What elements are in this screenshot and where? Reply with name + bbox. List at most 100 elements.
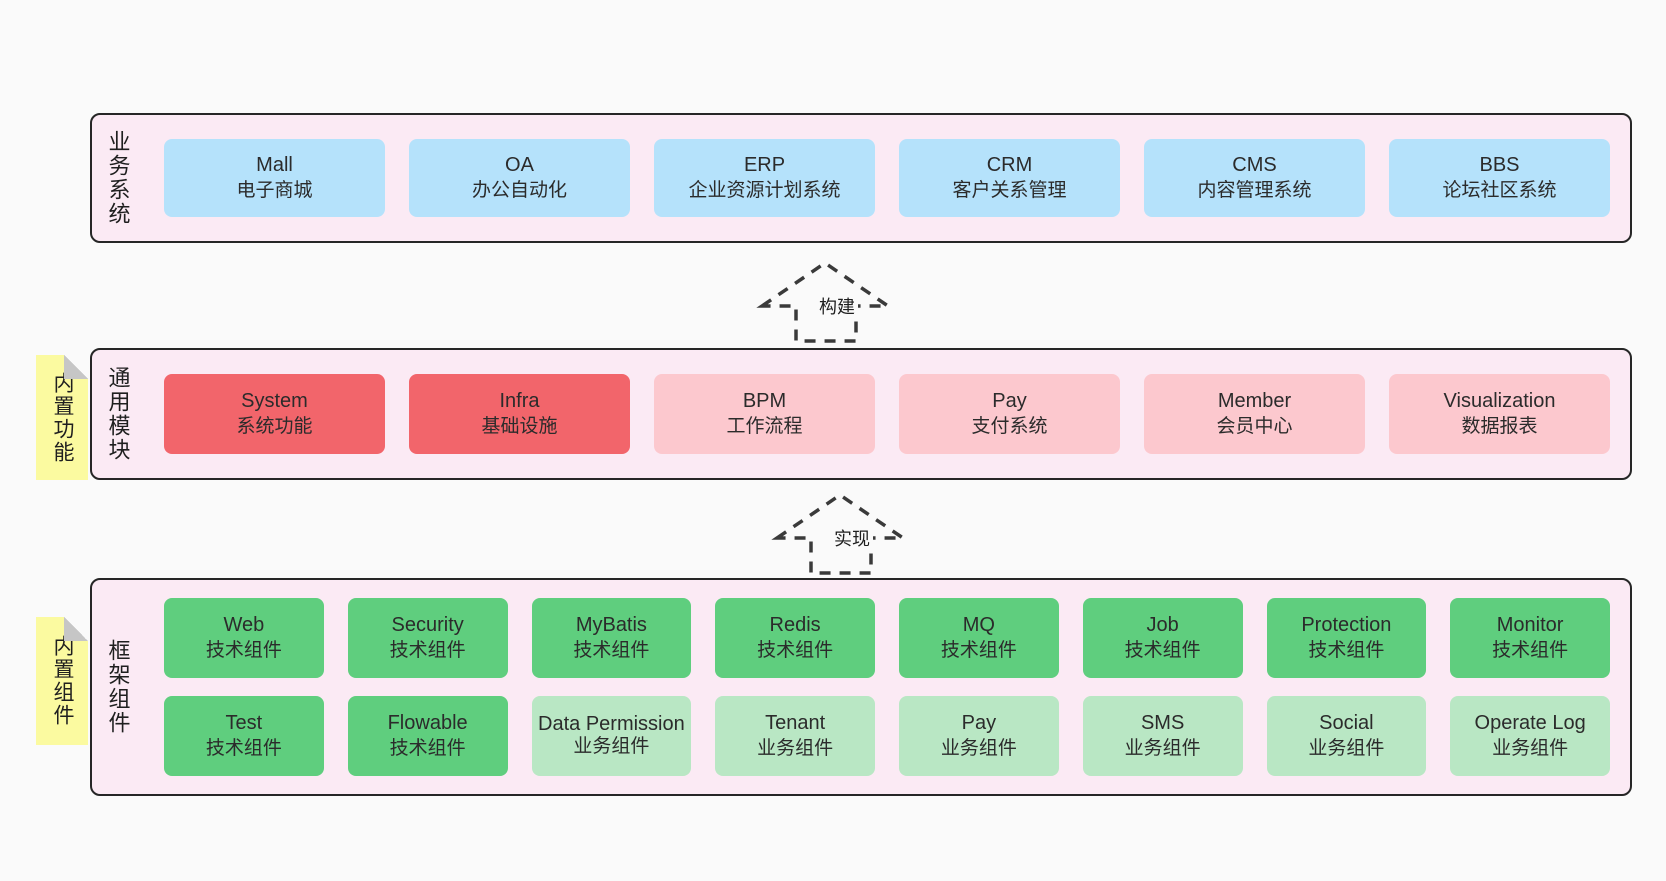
- box-erp-desc: 企业资源计划系统: [688, 179, 841, 201]
- framework-cell-web: Web 技术组件: [152, 598, 336, 678]
- connector-build-label: 构建: [816, 293, 858, 319]
- box-mybatis-name: MyBatis: [575, 614, 647, 637]
- box-member-desc: 会员中心: [1216, 415, 1293, 437]
- box-mq[interactable]: MQ 技术组件: [899, 598, 1059, 678]
- box-infra-name: Infra: [499, 390, 540, 413]
- box-redis[interactable]: Redis 技术组件: [715, 598, 875, 678]
- box-tenant-desc: 业务组件: [757, 737, 834, 759]
- box-infra[interactable]: Infra 基础设施: [409, 374, 630, 454]
- box-member-name: Member: [1217, 390, 1292, 413]
- framework-cell-security: Security 技术组件: [336, 598, 520, 678]
- box-tenant[interactable]: Tenant 业务组件: [715, 696, 875, 776]
- framework-cell-data-permission: Data Permission 业务组件: [520, 696, 704, 776]
- box-sms-name: SMS: [1140, 712, 1185, 735]
- layer-business-system: 业务系统 Mall 电子商城 OA 办公自动化 ERP: [90, 113, 1632, 243]
- framework-cell-protection: Protection 技术组件: [1255, 598, 1439, 678]
- framework-cell-pay: Pay 业务组件: [887, 696, 1071, 776]
- box-visualization-desc: 数据报表: [1461, 415, 1538, 437]
- box-crm-name: CRM: [986, 154, 1033, 177]
- business-cell-cms: CMS 内容管理系统: [1132, 139, 1377, 217]
- box-mall[interactable]: Mall 电子商城: [164, 139, 385, 217]
- framework-row-tech: Web 技术组件 Security 技术组件 MyBatis 技术组: [152, 598, 1622, 678]
- box-data-permission-desc: 业务组件: [573, 735, 650, 757]
- framework-cell-operate-log: Operate Log 业务组件: [1438, 696, 1622, 776]
- box-bbs[interactable]: BBS 论坛社区系统: [1389, 139, 1610, 217]
- connector-build: 构建: [756, 258, 910, 343]
- layer-title-modules: 通用模块: [105, 366, 131, 462]
- box-flowable[interactable]: Flowable 技术组件: [347, 696, 508, 776]
- box-social-desc: 业务组件: [1308, 737, 1385, 759]
- box-test-name: Test: [225, 712, 263, 735]
- box-crm[interactable]: CRM 客户关系管理: [899, 139, 1120, 217]
- box-mall-name: Mall: [256, 154, 293, 177]
- framework-cell-mq: MQ 技术组件: [887, 598, 1071, 678]
- note-builtin-component: 内置组件: [36, 617, 88, 745]
- box-tenant-name: Tenant: [765, 712, 826, 735]
- box-pay-component-desc: 业务组件: [940, 737, 1017, 759]
- box-erp-name: ERP: [743, 154, 786, 177]
- box-visualization[interactable]: Visualization 数据报表: [1389, 374, 1610, 454]
- box-bpm-desc: 工作流程: [726, 415, 803, 437]
- framework-cell-tenant: Tenant 业务组件: [703, 696, 887, 776]
- box-cms-name: CMS: [1232, 154, 1277, 177]
- box-pay-module[interactable]: Pay 支付系统: [899, 374, 1120, 454]
- box-test[interactable]: Test 技术组件: [164, 696, 324, 776]
- box-cms[interactable]: CMS 内容管理系统: [1144, 139, 1365, 217]
- box-operate-log-desc: 业务组件: [1492, 737, 1569, 759]
- module-cell-infra: Infra 基础设施: [397, 374, 642, 454]
- box-data-permission-name: Data Permission: [538, 712, 685, 735]
- box-mq-name: MQ: [962, 614, 995, 637]
- layer-title-business: 业务系统: [105, 130, 131, 226]
- box-erp[interactable]: ERP 企业资源计划系统: [654, 139, 875, 217]
- box-bbs-name: BBS: [1479, 154, 1520, 177]
- business-cell-crm: CRM 客户关系管理: [887, 139, 1132, 217]
- box-web-name: Web: [223, 614, 265, 637]
- note-builtin-component-label: 内置组件: [51, 635, 75, 727]
- box-mybatis[interactable]: MyBatis 技术组件: [531, 598, 692, 678]
- box-social[interactable]: Social 业务组件: [1266, 696, 1427, 776]
- box-member[interactable]: Member 会员中心: [1144, 374, 1365, 454]
- business-cell-bbs: BBS 论坛社区系统: [1377, 139, 1622, 217]
- box-infra-desc: 基础设施: [481, 415, 558, 437]
- box-web[interactable]: Web 技术组件: [164, 598, 324, 678]
- box-security[interactable]: Security 技术组件: [347, 598, 508, 678]
- box-cms-desc: 内容管理系统: [1197, 179, 1312, 201]
- box-web-desc: 技术组件: [205, 639, 282, 661]
- box-bpm-name: BPM: [742, 390, 787, 413]
- box-oa[interactable]: OA 办公自动化: [409, 139, 630, 217]
- box-system-name: System: [241, 390, 308, 413]
- box-system-desc: 系统功能: [236, 415, 313, 437]
- box-monitor-desc: 技术组件: [1492, 639, 1569, 661]
- framework-cell-flowable: Flowable 技术组件: [336, 696, 520, 776]
- box-job[interactable]: Job 技术组件: [1082, 598, 1243, 678]
- business-cell-mall: Mall 电子商城: [152, 139, 397, 217]
- framework-cell-monitor: Monitor 技术组件: [1438, 598, 1622, 678]
- framework-row-business: Test 技术组件 Flowable 技术组件 Data Permission: [152, 696, 1622, 776]
- box-operate-log[interactable]: Operate Log 业务组件: [1450, 696, 1610, 776]
- layer-title-framework: 框架组件: [105, 639, 131, 735]
- box-mybatis-desc: 技术组件: [573, 639, 650, 661]
- module-box-row: System 系统功能 Infra 基础设施 BPM 工作流程: [152, 374, 1622, 454]
- box-job-name: Job: [1146, 614, 1179, 637]
- box-sms[interactable]: SMS 业务组件: [1082, 696, 1243, 776]
- box-protection-desc: 技术组件: [1308, 639, 1385, 661]
- box-pay-component[interactable]: Pay 业务组件: [899, 696, 1059, 776]
- box-protection[interactable]: Protection 技术组件: [1266, 598, 1427, 678]
- box-test-desc: 技术组件: [205, 737, 282, 759]
- box-monitor[interactable]: Monitor 技术组件: [1450, 598, 1610, 678]
- box-bpm[interactable]: BPM 工作流程: [654, 374, 875, 454]
- box-sms-desc: 业务组件: [1124, 737, 1201, 759]
- box-protection-name: Protection: [1301, 614, 1392, 637]
- box-job-desc: 技术组件: [1124, 639, 1201, 661]
- box-system[interactable]: System 系统功能: [164, 374, 385, 454]
- box-data-permission[interactable]: Data Permission 业务组件: [531, 696, 692, 776]
- framework-cell-mybatis: MyBatis 技术组件: [520, 598, 704, 678]
- box-mall-desc: 电子商城: [236, 179, 313, 201]
- framework-cell-sms: SMS 业务组件: [1071, 696, 1255, 776]
- box-mq-desc: 技术组件: [940, 639, 1017, 661]
- box-security-name: Security: [391, 614, 464, 637]
- box-oa-desc: 办公自动化: [471, 179, 567, 201]
- box-security-desc: 技术组件: [389, 639, 466, 661]
- business-cell-oa: OA 办公自动化: [397, 139, 642, 217]
